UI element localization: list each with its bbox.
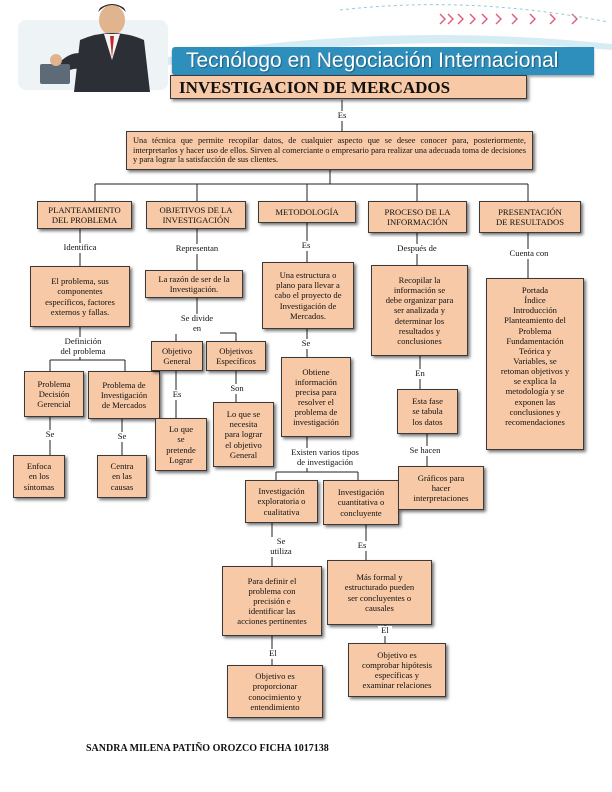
box-enfoca-sintomas: Enfoca en los síntomas — [13, 455, 65, 498]
link-se-utiliza: Se utiliza — [264, 536, 298, 557]
box-problema-investigacion: Problema de Investigación de Mercados — [88, 371, 160, 419]
box-objetivo-comprobar: Objetivo es comprobar hipótesis específi… — [348, 643, 446, 697]
box-definir-problema: Para definir el problema con precisión e… — [222, 566, 322, 636]
link-despues-de: Después de — [389, 243, 445, 254]
link-identifica: Identifica — [52, 242, 108, 253]
link-es-metodologia: Es — [299, 240, 313, 251]
branch-presentacion: PRESENTACIÓN DE RESULTADOS — [479, 201, 581, 233]
connector-es: Es — [333, 110, 351, 121]
link-se-divide: Se divide en — [174, 313, 220, 334]
box-estructura-presentacion: Portada Índice Introducción Planteamient… — [486, 278, 584, 450]
link-es-objetivo: Es — [170, 389, 184, 400]
box-objetivo-proporcionar: Objetivo es proporcionar conocimiento y … — [227, 665, 323, 718]
link-definicion-problema: Definición del problema — [48, 336, 118, 357]
link-es-cuantitativa: Es — [355, 540, 369, 551]
link-en: En — [412, 368, 428, 379]
link-existen-tipos: Existen varios tipos de investigación — [280, 447, 370, 468]
box-lo-que-se-pretende: Lo que se pretende Lograr — [155, 418, 207, 471]
box-mas-formal: Más formal y estructurado pueden ser con… — [327, 560, 432, 625]
link-el-1: El — [266, 648, 280, 659]
box-recopilar-informacion: Recopilar la información se debe organiz… — [371, 265, 468, 356]
box-estructura-plano: Una estructura o plano para llevar a cab… — [262, 262, 354, 329]
branch-proceso: PROCESO DE LA INFORMACIÓN — [368, 201, 467, 233]
box-exploratoria: Investigación exploratoria o cualitativa — [245, 480, 318, 523]
page-title: INVESTIGACION DE MERCADOS — [170, 75, 527, 99]
box-problema-componentes: El problema, sus componentes específicos… — [30, 266, 130, 327]
box-lo-que-se-necesita: Lo que se necesita para lograr el objeti… — [213, 402, 274, 467]
arrows-decoration — [439, 13, 578, 25]
header-banner — [172, 47, 594, 75]
link-se-1: Se — [43, 429, 57, 440]
definition-box: Una técnica que permite recopilar datos,… — [126, 131, 533, 170]
box-graficos: Gráficos para hacer interpretaciones — [398, 466, 484, 510]
box-centra-causas: Centra en las causas — [97, 455, 147, 498]
box-objetivo-general: Objetivo General — [151, 341, 203, 371]
branch-objetivos: OBJETIVOS DE LA INVESTIGACIÓN — [146, 201, 246, 229]
link-se-hacen: Se hacen — [403, 445, 447, 456]
banner-text: Tecnólogo en Negociación Internacional — [186, 49, 559, 72]
link-representan: Representan — [167, 243, 227, 254]
businessman-illustration — [18, 4, 168, 92]
link-se-2: Se — [115, 431, 129, 442]
box-objetivos-especificos: Objetivos Específicos — [206, 341, 266, 371]
author-footer: SANDRA MILENA PATIÑO OROZCO FICHA 101713… — [86, 743, 329, 754]
box-fase-tabula: Esta fase se tabula los datos — [397, 389, 458, 434]
link-el-2: El — [378, 625, 392, 636]
header-graphic — [18, 4, 612, 92]
link-son: Son — [227, 383, 247, 394]
swoosh-shape — [150, 35, 612, 68]
box-obtiene-informacion: Obtiene información precisa para resolve… — [281, 357, 351, 437]
link-cuenta-con: Cuenta con — [503, 248, 555, 259]
branch-planteamiento: PLANTEAMIENTO DEL PROBLEMA — [37, 201, 132, 229]
box-razon-de-ser: La razón de ser de la Investigación. — [145, 270, 243, 298]
link-se-metodologia: Se — [299, 338, 313, 349]
branch-metodologia: METODOLOGÍA — [258, 201, 356, 223]
box-cuantitativa: Investigación cuantitativa o concluyente — [323, 480, 399, 525]
box-problema-decision: Problema Decisión Gerencial — [24, 371, 84, 417]
